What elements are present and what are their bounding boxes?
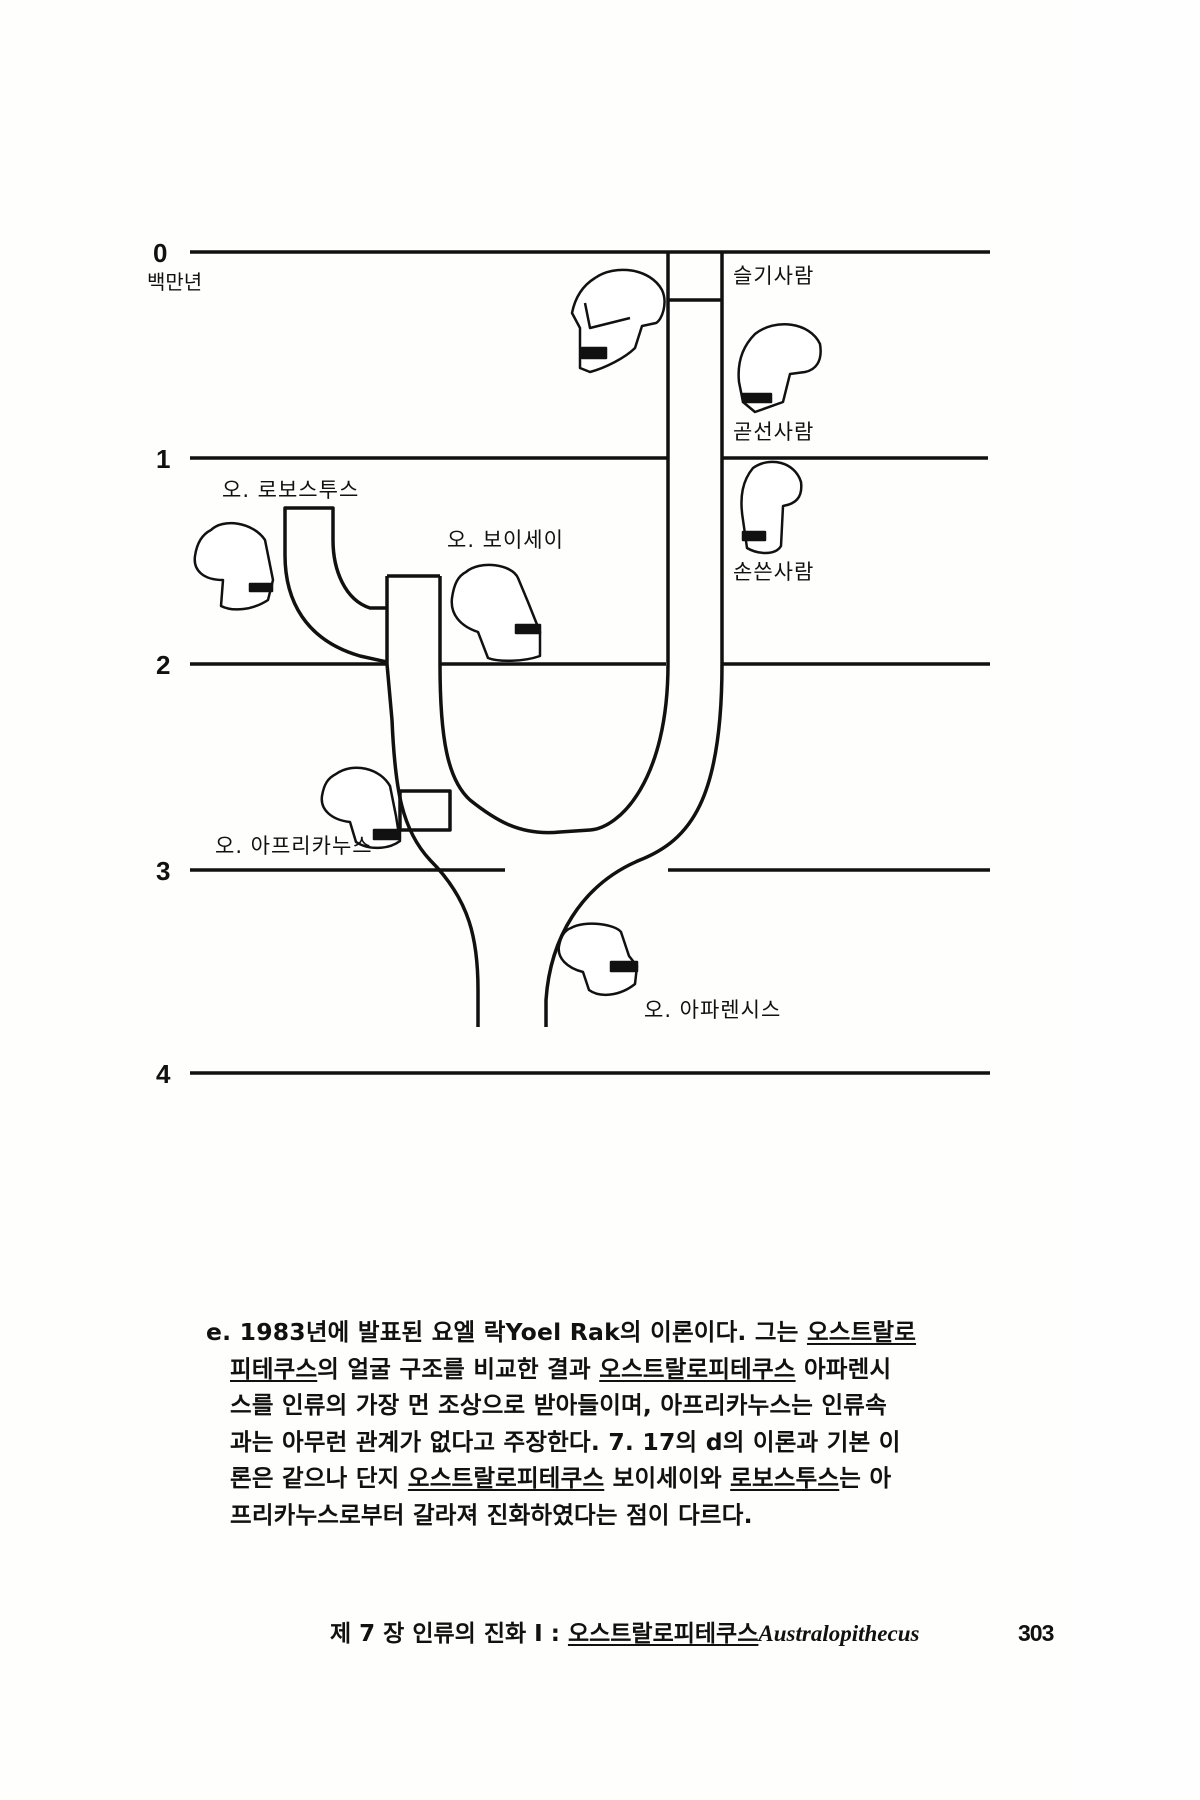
homo-branch (438, 252, 670, 835)
caption-line: 피테쿠스의 얼굴 구조를 비교한 결과 오스트랄로피테쿠스 아파렌시 (230, 1354, 892, 1383)
africanus-stem-left (385, 576, 480, 1027)
figure-caption: e. 1983년에 발표된 요엘 락Yoel Rak의 이론이다. 그는 오스트… (206, 1314, 996, 1533)
afarensis-skull-icon (557, 922, 639, 997)
time-tick-1: 1 (156, 444, 171, 474)
caption-line: 과는 아무런 관계가 없다고 주장한다. 7. 17의 d의 이론과 기본 이 (230, 1427, 901, 1456)
chapter-title: 제 7 장 인류의 진화 Ⅰ : (330, 1621, 568, 1647)
robust-branch (283, 506, 388, 664)
label-robustus: 오. 로보스투스 (222, 478, 360, 502)
caption-line: 론은 같으나 단지 오스트랄로피테쿠스 보이세이와 로보스투스는 아 (230, 1464, 892, 1492)
time-unit-label: 백만년 (147, 270, 203, 294)
page-background (0, 0, 1070, 1800)
robustus-skull-icon (193, 522, 275, 611)
time-tick-2: 2 (156, 650, 171, 680)
africanus-box (398, 789, 452, 832)
boisei-skull-icon (450, 563, 542, 662)
homo-sapiens-skull-icon (570, 268, 666, 374)
page-number: 303 (1018, 1620, 1054, 1646)
label-africanus: 오. 아프리카누스 (215, 834, 373, 858)
homo-habilis-skull-icon (740, 460, 803, 555)
genus-korean: 오스트랄로피테쿠스 (567, 1621, 759, 1647)
label-afarensis: 오. 아파렌시스 (644, 998, 782, 1022)
label-homo-habilis: 손쓴사람 (733, 560, 815, 584)
time-tick-4: 4 (156, 1059, 171, 1089)
caption-line: 프리카누스로부터 갈라져 진화하였다는 점이 다르다. (230, 1500, 753, 1529)
label-homo-sapiens: 슬기사람 (733, 264, 815, 288)
time-tick-0: 0 (153, 238, 168, 268)
phylogeny-diagram (190, 250, 990, 1075)
homo-branch-outer (544, 252, 724, 1027)
africanus-skull-icon (320, 766, 402, 850)
running-footer: 제 7 장 인류의 진화 Ⅰ : 오스트랄로피테쿠스Australopithec… (330, 1621, 1054, 1647)
time-tick-3: 3 (156, 856, 171, 886)
label-homo-erectus: 곧선사람 (733, 420, 815, 444)
label-boisei: 오. 보이세이 (447, 528, 564, 552)
caption-line: 스를 인류의 가장 먼 조상으로 받아들이며, 아프리카누스는 인류속 (230, 1391, 887, 1419)
genus-latin: Australopithecus (758, 1621, 920, 1646)
homo-erectus-skull-icon (737, 323, 822, 414)
caption-line: e. 1983년에 발표된 요엘 락Yoel Rak의 이론이다. 그는 오스트… (206, 1318, 917, 1346)
